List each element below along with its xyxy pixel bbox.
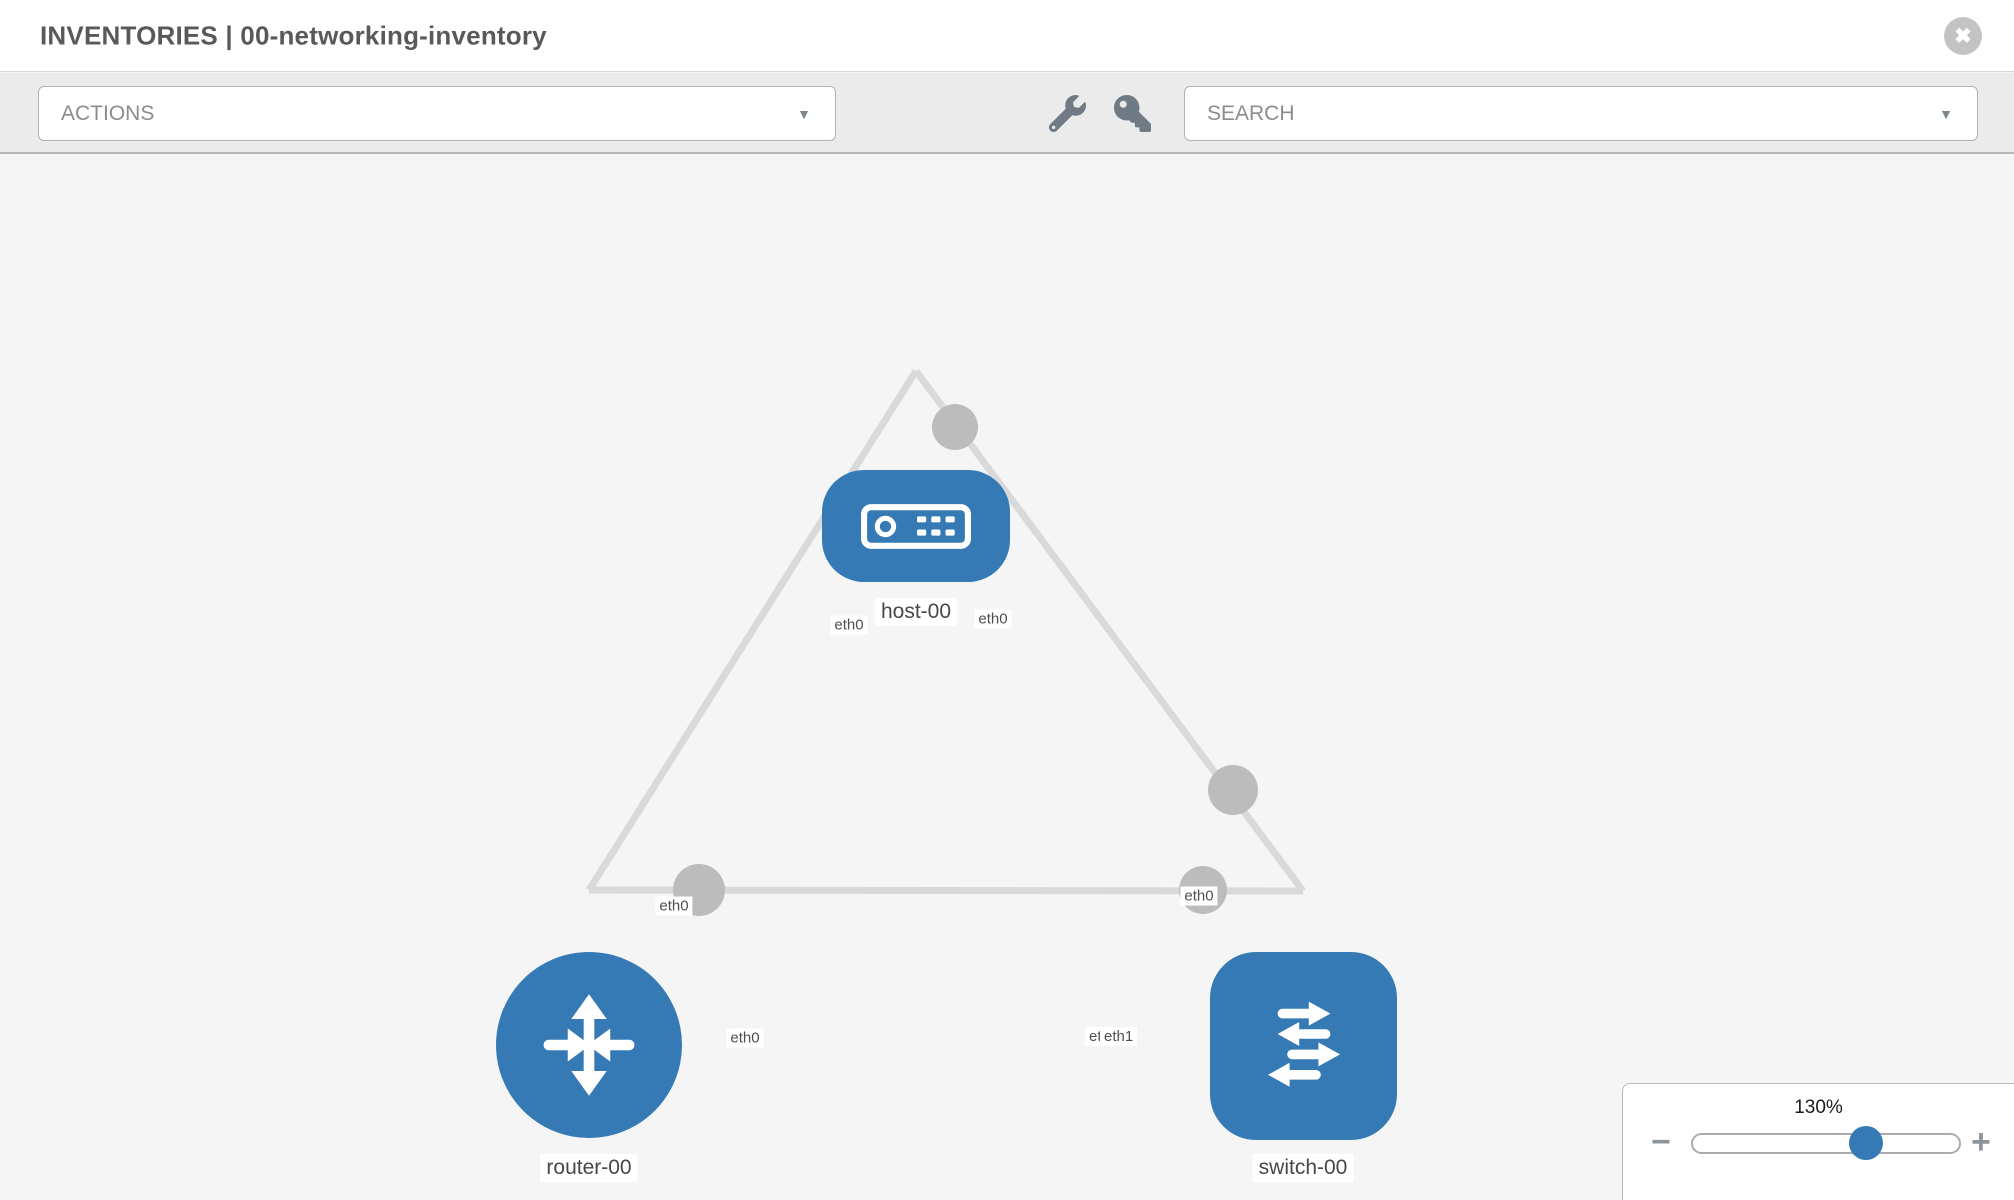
zoom-control-panel: 130% − + xyxy=(1622,1083,2014,1200)
close-button[interactable]: ✖ xyxy=(1944,17,1982,55)
iface-label-switch-eth0-top: eth0 xyxy=(1180,886,1218,906)
zoom-in-button[interactable]: + xyxy=(1971,1125,1991,1159)
plus-icon: + xyxy=(1971,1123,1991,1161)
wrench-icon[interactable] xyxy=(1048,95,1086,133)
host-server-icon xyxy=(861,503,971,549)
node-switch-00[interactable] xyxy=(1210,952,1397,1140)
minus-icon: − xyxy=(1651,1123,1671,1161)
close-icon: ✖ xyxy=(1954,24,1972,48)
router-icon xyxy=(543,994,635,1096)
header-bar: INVENTORIES | 00-networking-inventory ✖ xyxy=(0,0,2014,72)
zoom-out-button[interactable]: − xyxy=(1651,1125,1671,1159)
iface-label-switch-eth1: eth1 xyxy=(1100,1027,1138,1046)
actions-dropdown-label: ACTIONS xyxy=(61,101,155,125)
topology-canvas[interactable]: host-00 router-00 switch-00 eth0 eth0 et… xyxy=(0,155,2014,1200)
key-icon[interactable] xyxy=(1114,95,1151,132)
link-host-switch xyxy=(913,368,1306,894)
iface-label-router-eth0-up: eth0 xyxy=(655,896,693,916)
zoom-slider-thumb[interactable] xyxy=(1849,1126,1883,1160)
zoom-level-value: 130% xyxy=(1794,1097,1843,1118)
zoom-slider-track[interactable] xyxy=(1691,1126,1961,1160)
chevron-down-icon: ▼ xyxy=(1939,105,1953,122)
connector-switch-top xyxy=(1208,765,1258,815)
toolbar: ACTIONS ▼ SEARCH ▼ xyxy=(0,73,2014,154)
chevron-down-icon: ▼ xyxy=(797,105,811,122)
iface-label-host-eth0-right: eth0 xyxy=(974,609,1012,629)
node-label-router: router-00 xyxy=(540,1154,638,1182)
node-label-host: host-00 xyxy=(874,598,958,626)
search-dropdown[interactable]: SEARCH ▼ xyxy=(1184,86,1978,141)
node-label-switch: switch-00 xyxy=(1252,1154,1354,1182)
connector-host-bottom xyxy=(932,404,978,450)
iface-label-host-eth0-left: eth0 xyxy=(830,615,868,635)
search-dropdown-label: SEARCH xyxy=(1207,101,1295,125)
link-host-router xyxy=(586,369,919,892)
iface-label-router-eth0: eth0 xyxy=(726,1028,764,1048)
switch-icon xyxy=(1267,1001,1340,1087)
topology-links-layer xyxy=(586,368,1306,916)
page-title: INVENTORIES | 00-networking-inventory xyxy=(40,20,547,50)
node-host-00[interactable] xyxy=(822,470,1010,582)
actions-dropdown[interactable]: ACTIONS ▼ xyxy=(38,86,836,141)
node-router-00[interactable] xyxy=(496,952,682,1138)
